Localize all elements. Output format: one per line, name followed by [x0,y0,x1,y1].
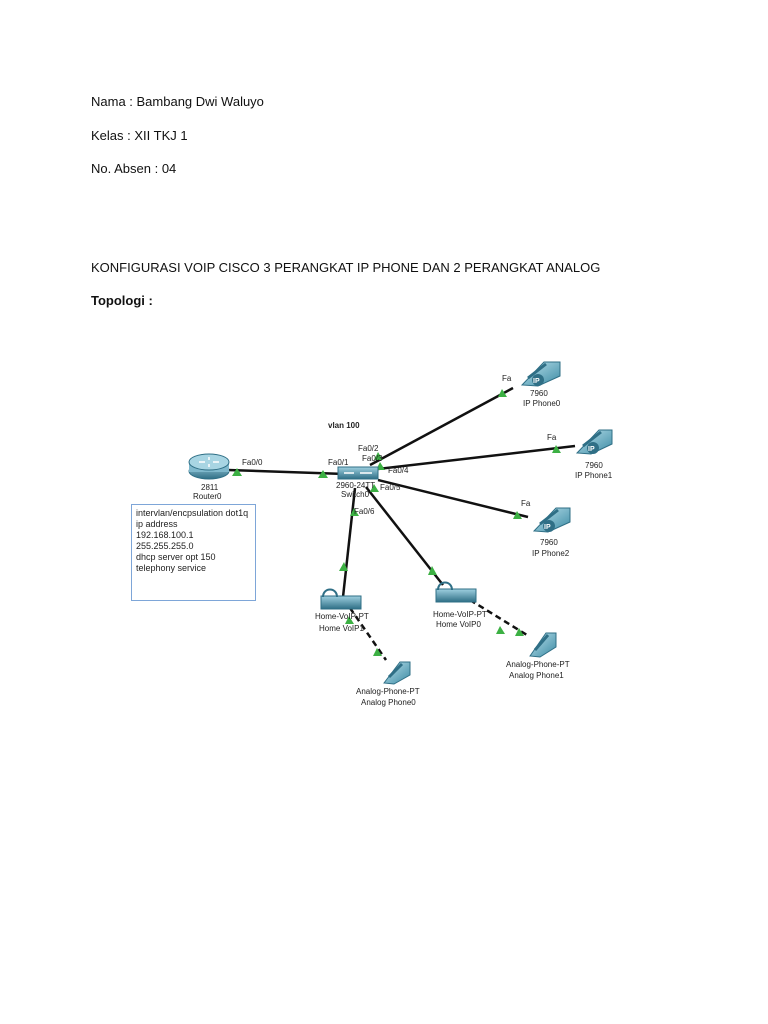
vlan-label: vlan 100 [328,421,360,430]
link-switch-homevoip1 [341,487,357,598]
port-up-icon [374,452,383,460]
router-name: Router0 [193,492,222,501]
config-line: intervlan/encpsulation dot1q [136,508,249,518]
ip-phone0-name: IP Phone0 [523,399,561,408]
router-port-label: Fa0/0 [242,458,263,467]
ip-phone2-port: Fa [521,499,531,508]
analog-phone1-name: Analog Phone1 [509,671,564,680]
port-up-icon [232,468,242,476]
config-line: dhcp server opt 150 [136,552,216,562]
analog-phone0-name: Analog Phone0 [361,698,416,707]
link-homevoip1-analog0 [348,607,388,661]
switch-port-fa02: Fa0/2 [358,444,379,453]
header-kelas: Kelas : XII TKJ 1 [91,128,188,143]
analog-phone0-model: Analog-Phone-PT [356,687,420,696]
port-up-icon [339,562,348,571]
port-up-icon [373,648,382,656]
switch-icon [337,466,379,480]
config-line: ip address [136,519,178,529]
switch-model: 2960-24TT [336,481,375,490]
port-up-icon [552,445,561,453]
switch-device: vlan 100 2960-24TT Switch0 Fa0/1 Fa0/2 F… [328,421,409,516]
port-up-icon [513,511,522,519]
home-voip1-model: Home-VoIP-PT [315,612,369,621]
ip-phone1-model: 7960 [585,461,603,470]
config-line: telephony service [136,563,207,573]
ip-phone0-port: Fa [502,374,512,383]
port-up-icon [345,616,354,624]
analog-phone-0: Analog-Phone-PT Analog Phone0 [356,661,420,707]
ip-phone0-model: 7960 [530,389,548,398]
router-config-note: intervlan/encpsulation dot1q ip address … [131,504,256,601]
header-nama: Nama : Bambang Dwi Waluyo [91,94,264,109]
analog-phone-icon [529,632,557,658]
switch-port-fa05: Fa0/5 [380,483,401,492]
ip-badge: IP [533,378,540,385]
port-up-icon [370,484,379,492]
switch-port-fa04: Fa0/4 [388,466,409,475]
ip-phone1-port: Fa [547,433,557,442]
ip-phone2-name: IP Phone2 [532,549,570,558]
header-absen: No. Absen : 04 [91,161,177,176]
link-router-switch [227,468,346,476]
home-voip1-name: Home VoIP1 [319,624,364,633]
ip-phone-icon [575,429,613,455]
port-up-icon [350,508,359,516]
ip-phone2-model: 7960 [540,538,558,547]
port-up-icon [318,470,328,478]
analog-phone1-model: Analog-Phone-PT [506,660,570,669]
port-up-icon [496,626,505,634]
config-line: 255.255.255.0 [136,541,194,551]
switch-name: Switch0 [341,490,370,499]
home-voip-0: Home-VoIP-PT Home VoIP0 [433,581,487,629]
ip-badge: IP [588,446,595,453]
home-voip-1: Home-VoIP-PT Home VoIP1 [315,588,369,633]
port-up-icon [428,566,437,575]
topology-heading: Topologi : [91,293,153,308]
router-model: 2811 [201,483,219,492]
analog-phone-icon [383,661,411,685]
link-switch-ipphone2 [377,478,529,519]
document-title: KONFIGURASI VOIP CISCO 3 PERANGKAT IP PH… [91,260,601,275]
ip-phone-0: IP Fa 7960 IP Phone0 [502,361,561,408]
ip-phone-1: IP Fa 7960 IP Phone1 [547,429,613,480]
ip-phone-icon [520,361,561,387]
home-voip0-name: Home VoIP0 [436,620,481,629]
router-device: 2811 Router0 Fa0/0 [188,453,263,501]
analog-phone-1: Analog-Phone-PT Analog Phone1 [506,632,570,680]
link-switch-homevoip0 [365,486,444,586]
home-voip-icon [320,595,362,610]
links [227,386,576,661]
link-homevoip0-analog1 [469,598,528,637]
port-indicators [232,389,561,656]
switch-port-fa03: Fa0/3 [362,454,383,463]
ip-phone1-name: IP Phone1 [575,471,613,480]
switch-port-fa01: Fa0/1 [328,458,349,467]
ip-badge: IP [544,524,551,531]
config-line: 192.168.100.1 [136,530,194,540]
link-switch-ipphone0 [369,386,514,467]
home-voip-icon [435,588,477,603]
link-switch-ipphone1 [377,444,576,471]
home-voip0-model: Home-VoIP-PT [433,610,487,619]
switch-port-fa06: Fa0/6 [354,507,375,516]
port-up-icon [498,389,507,397]
ip-phone-2: IP Fa 7960 IP Phone2 [521,499,571,558]
port-up-icon [515,628,524,636]
